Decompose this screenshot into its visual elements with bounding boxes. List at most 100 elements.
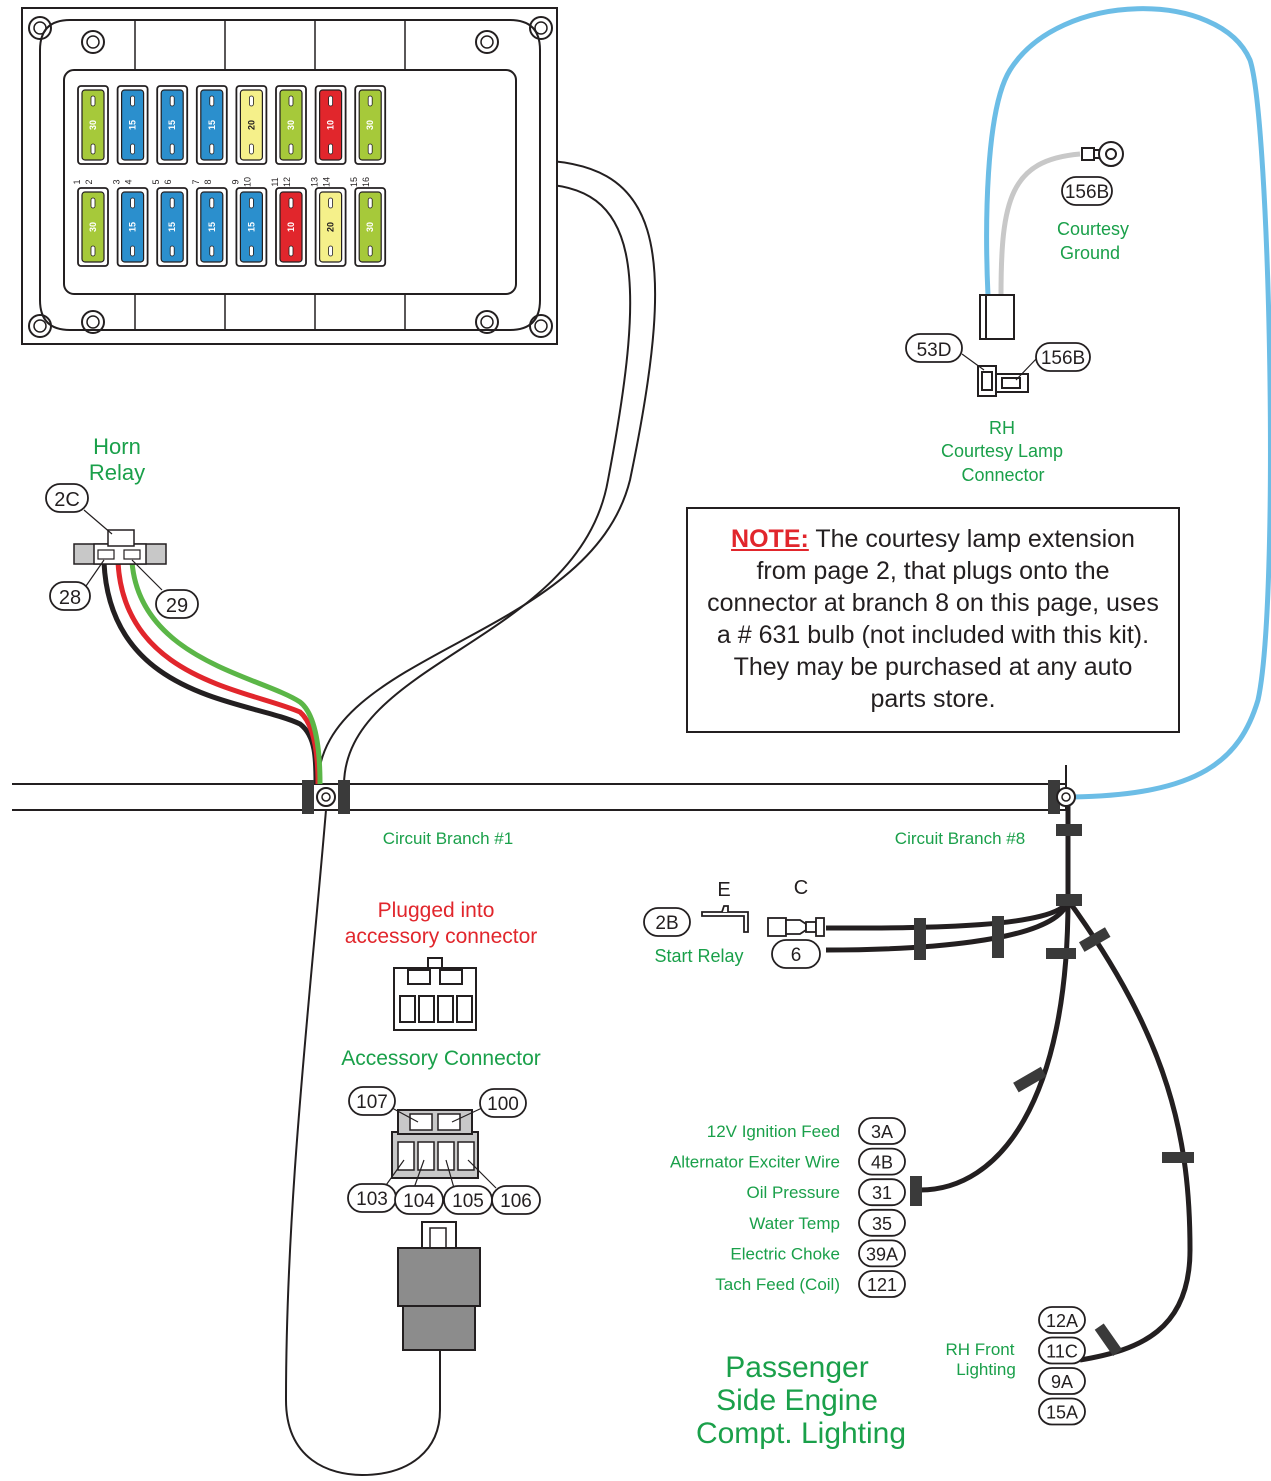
engine-sensor-label: Electric Choke [730,1244,840,1263]
bullet-connector-icon [767,917,825,937]
mount-hole [475,310,499,334]
fuse-rating: 30 [365,120,375,130]
fuse-position-label: 15 [349,177,359,187]
horn-relay: Horn Relay 2C 28 29 [45,434,199,619]
accessory-tube [284,809,441,1477]
main-harness [12,783,1067,811]
fuse: 15 [156,187,189,267]
start-relay-tag-6: 6 [791,945,802,966]
courtesy-lamp-label-2: Courtesy Lamp [941,441,1063,461]
engine-sensor-tag: 4B [871,1153,893,1173]
fuse-position-label: 7 [191,179,201,184]
fuse-position-label: 5 [151,179,161,184]
branch8-wire-clamps [910,824,1194,1356]
rh-front-tag-text: 9A [1051,1372,1073,1392]
courtesy-ground-label-2: Ground [1060,243,1120,263]
courtesy-tag-156b: 156B [1041,348,1085,369]
accessory-tag-107: 107 [356,1092,388,1113]
courtesy-section: 156B Courtesy Ground 53D 156B RH Courtes… [905,141,1129,485]
fuse-position-label: 13 [310,177,320,187]
section-title-1: Passenger [725,1351,868,1384]
engine-sensor-tag: 3A [871,1122,893,1142]
circuit-branch-1-label: Circuit Branch #1 [383,829,513,848]
rh-front-tag: 9A [1038,1367,1086,1395]
accessory-section: Plugged into accessory connector Accesso… [341,899,541,1351]
engine-sensor-tag: 39A [866,1244,898,1264]
rh-front-tag-text: 12A [1046,1311,1078,1331]
start-relay-label: Start Relay [654,946,743,966]
fuse: 15 [235,187,268,267]
fuse-rating: 30 [286,120,296,130]
accessory-tag-105: 105 [452,1191,484,1212]
fuse-rating: 30 [365,222,375,232]
engine-sensor-tag: 31 [872,1183,892,1203]
fuse-rating: 20 [246,120,256,130]
fuse: 15 [116,187,149,267]
mount-hole [81,30,105,54]
fuse: 15 [116,85,149,165]
mount-hole [475,30,499,54]
fuse: 15 [195,187,228,267]
fuse-position-label: 9 [230,179,240,184]
horn-relay-title-2: Relay [89,460,145,485]
engine-sensor-label: Tach Feed (Coil) [715,1275,840,1294]
accessory-connector-title: Accessory Connector [341,1047,541,1070]
engine-sensor-row: Electric Choke 39A [730,1239,906,1268]
start-relay-letter-c: C [794,877,808,899]
fuse: 30 [77,85,109,165]
horn-relay-tag-2c: 2C [54,489,80,511]
accessory-tag-103: 103 [356,1189,388,1210]
note-text: The courtesy lamp extension from page 2,… [707,525,1159,713]
rh-front-label-2: Lighting [956,1360,1016,1379]
horn-relay-title-1: Horn [93,434,141,459]
start-relay-section: E C 2B 6 Start Relay [643,877,825,969]
rh-front-label-1: RH Front [946,1340,1015,1359]
section-title-3: Compt. Lighting [696,1417,906,1450]
note-lead: NOTE: [731,525,809,553]
fuse: 20 [235,85,268,165]
engine-sensor-label: Water Temp [749,1214,840,1233]
start-relay-tag-2b: 2B [655,913,678,934]
mount-hole [529,16,553,40]
fuse-rating: 15 [207,222,217,232]
rh-front-tag: 11C [1038,1336,1086,1365]
fuse-rating: 15 [207,120,217,130]
note-box: NOTE: The courtesy lamp extension from p… [686,507,1180,733]
mount-hole [81,310,105,334]
fuse-rating: 15 [167,120,177,130]
rh-front-tag: 12A [1038,1306,1086,1334]
rh-front-tags: 12A 11C 9A 15A [1038,1306,1086,1426]
fuse-rating: 15 [167,222,177,232]
accessory-connector: 107 100 103 104 105 106 [347,1086,541,1215]
section-title-2: Side Engine [716,1384,878,1417]
fuse: 20 [314,187,347,267]
fuse: 10 [314,85,347,165]
fuse-position-label: 10 [242,177,252,187]
courtesy-lamp-label-1: RH [989,418,1015,438]
fuse-rating: 30 [88,120,98,130]
start-relay-letter-e: E [717,879,730,901]
fuse-position-label: 11 [270,177,280,186]
fuse: 15 [156,85,189,165]
fuse-row-top: 30 15 15 15 20 30 10 30 [77,85,387,165]
horn-relay-wires [101,561,323,785]
fuse-rating: 30 [88,222,98,232]
plugged-into-label-1: Plugged into [378,899,495,922]
rh-courtesy-lamp-connector [977,365,1029,397]
rh-front-tag-text: 15A [1046,1403,1078,1423]
circuit-branch-8-label: Circuit Branch #8 [895,829,1025,848]
fuse-rating: 20 [326,222,336,232]
mount-hole [28,314,52,338]
fuse: 30 [275,85,307,165]
ring-terminal-icon [1081,141,1124,167]
engine-sensor-label: Oil Pressure [746,1183,840,1202]
horn-relay-tag-29: 29 [166,595,188,617]
mount-hole [28,16,52,40]
accessory-tag-104: 104 [403,1191,435,1212]
